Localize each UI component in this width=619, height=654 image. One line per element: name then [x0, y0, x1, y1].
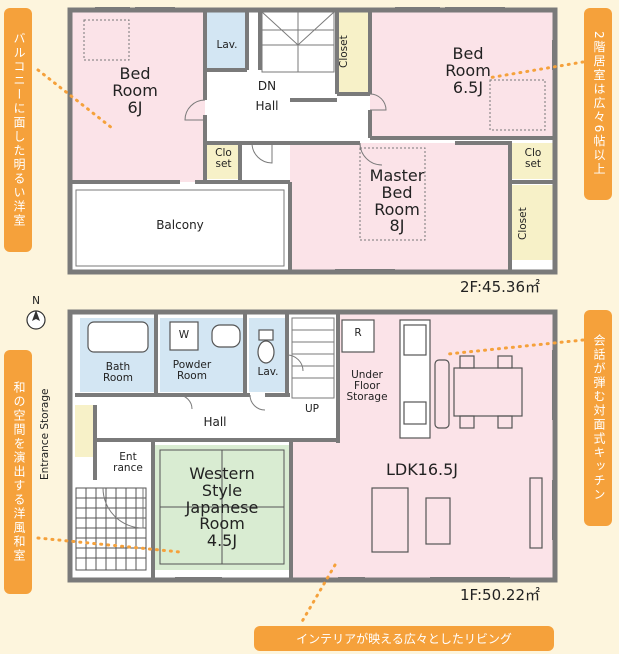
closet-right-tall-label: Closet [517, 207, 529, 241]
callout-right-bottom: 会話が弾む対面式キッチン [584, 310, 612, 526]
compass-icon [26, 310, 46, 330]
entrance-storage-area [75, 405, 93, 457]
bath-line-2: Room [103, 372, 133, 385]
ldk-lower-area [290, 440, 555, 580]
bed-left-label: Bed Room 6J [105, 64, 165, 117]
under-floor-label: Under Floor Storage [336, 369, 398, 404]
bath-line-1: Bath [105, 361, 131, 373]
closet-right-small-label: Clo set [513, 147, 553, 171]
closet-right-small-line-2: set [524, 158, 542, 171]
callout-left-bottom: 和の空間を演出する洋風和室 [4, 350, 32, 594]
closet-top-label: Closet [338, 35, 350, 69]
bed-right-line-3: 6.5J [452, 77, 484, 97]
floor-2-plan [67, 7, 558, 275]
entrance-line-1: Ent [119, 451, 137, 463]
bed-left-room-area [70, 10, 205, 182]
hall-2f-label: Hall [255, 99, 279, 113]
powder-line-1: Powder [172, 359, 212, 371]
leader-left-top [36, 68, 114, 130]
bed-right-line-1: Bed [452, 44, 484, 63]
balcony-rail [75, 189, 285, 267]
floor-1-plan [67, 309, 558, 583]
powder-label: Powder Room [160, 359, 224, 383]
leader-right-top [486, 60, 585, 80]
powder-line-2: Room [177, 370, 207, 383]
japanese-line-3: Japanese [185, 497, 259, 517]
bed-left-line-2: Room [112, 80, 158, 100]
leader-left-bottom [36, 536, 182, 554]
floor2-area-label: 2F:45.36㎡ [460, 278, 541, 296]
closet-mid-line-1: Clo [215, 147, 232, 159]
wc-mark: W [178, 329, 190, 341]
callout-bottom: インテリアが映える広々としたリビング [254, 626, 554, 651]
closet-mid-line-2: set [215, 158, 232, 171]
compass-label: N [32, 295, 40, 307]
master-room-area [290, 143, 510, 272]
closet-mid-label: Clo set [207, 147, 240, 171]
callout-left-top: バルコニーに面した明るい洋室 [4, 8, 32, 252]
master-line-1: Master [369, 166, 425, 185]
master-bed-label: Master Bed Room 8J [362, 166, 432, 236]
lav-2f-label: Lav. [216, 39, 238, 51]
japanese-line-4: Room [199, 514, 245, 534]
japanese-line-2: Style [201, 480, 243, 500]
dn-label: DN [257, 79, 277, 93]
entrance-storage-label: Entrance Storage [39, 388, 51, 480]
bed-left-line-1: Bed [119, 64, 151, 83]
floor1-area-label: 1F:50.22㎡ [460, 586, 541, 604]
closet-right-small-line-1: Clo [524, 147, 542, 159]
leader-right-bottom [446, 338, 585, 356]
japanese-room-label: Western Style Japanese Room 4.5J [170, 464, 274, 551]
japanese-line-1: Western [189, 464, 255, 483]
bath-label: Bath Room [82, 361, 154, 385]
lav-1f-label: Lav. [257, 366, 279, 378]
bed-right-label: Bed Room 6.5J [433, 44, 503, 97]
fridge-mark: R [354, 327, 362, 339]
hall-1f-label: Hall [203, 415, 227, 429]
lav-2f-area [207, 12, 247, 70]
master-line-2: Bed [381, 182, 413, 202]
balcony-label: Balcony [156, 218, 204, 232]
leader-bottom [298, 563, 337, 627]
closet-mid-area [207, 143, 240, 179]
floor2-outer-wall [67, 7, 558, 275]
entrance-label: Ent rance [103, 451, 153, 475]
up-label: UP [304, 403, 320, 415]
bed-left-line-3: 6J [127, 97, 143, 117]
closet-top-area [337, 12, 370, 94]
bed-right-line-2: Room [445, 60, 491, 80]
callout-right-top: 2階居室は広々6帖以上 [584, 8, 612, 200]
closet-right-tall-area [512, 185, 553, 260]
entrance-line-2: rance [113, 462, 143, 475]
japanese-line-5: 4.5J [206, 531, 238, 551]
bed-right-room-area [370, 10, 555, 138]
under-floor-line-1: Under [351, 369, 383, 381]
under-floor-line-2: Floor [353, 380, 381, 393]
master-line-3: Room [374, 199, 420, 219]
ldk-label: LDK16.5J [385, 460, 459, 479]
closet-right-small-area [512, 143, 553, 179]
floor1-outer-wall [67, 309, 558, 583]
master-line-4: 8J [389, 216, 405, 236]
under-floor-line-3: Storage [346, 391, 388, 404]
